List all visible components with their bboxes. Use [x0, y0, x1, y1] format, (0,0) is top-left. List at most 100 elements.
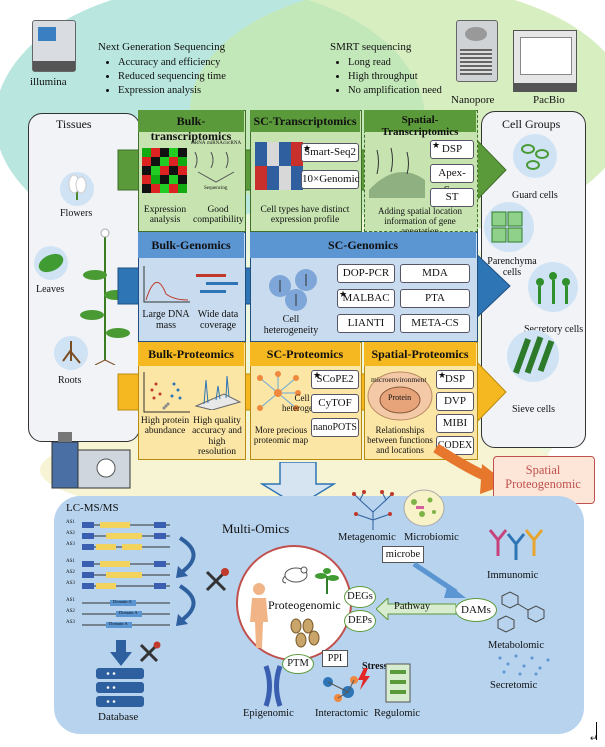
- bulk-proteomics-cap2: High quality accuracy and high resolutio…: [192, 416, 242, 458]
- domain-label: Domain A: [119, 610, 138, 615]
- cell-sieve: Sieve cells: [512, 404, 556, 415]
- cell-secretory: Secretory cells: [524, 324, 584, 335]
- spatial-proteomics-title: Spatial-Proteomics: [371, 347, 469, 361]
- node-label: DEPs: [348, 615, 372, 626]
- method-label: META-CS: [411, 317, 459, 329]
- star-mark: ★: [432, 140, 441, 150]
- antibody-icon: [488, 529, 544, 560]
- smrt-bullet: High throughput: [348, 70, 442, 84]
- method-scope2: ★ SCoPE2: [311, 370, 359, 389]
- method-label: DSP: [441, 143, 463, 155]
- lcms-label: LC-MS/MS: [66, 502, 119, 514]
- down-arrow-to-multiomics: [260, 462, 336, 507]
- sc-proteomics-title: SC-Proteomics: [266, 347, 344, 361]
- protein-label: Protein: [388, 393, 412, 402]
- as-label: AS2: [66, 531, 75, 536]
- as-label: AS3: [66, 620, 75, 625]
- sc-proteomics-cap1: Cell heterogeneity: [282, 393, 331, 413]
- cell-spheres-icon: [269, 269, 317, 311]
- method-mibi: MIBI: [436, 414, 474, 433]
- mini-sequencing: Sequencing: [204, 186, 228, 191]
- database-label: Database: [98, 711, 139, 723]
- tissue-flowers: Flowers: [60, 208, 93, 219]
- method-10x-genomic: 10×Genomic: [301, 170, 360, 189]
- ngs-bullet: Accuracy and efficiency: [118, 56, 226, 70]
- node-dams: DAMs: [455, 598, 497, 622]
- method-dvp: DVP: [436, 392, 474, 411]
- flower-icon: [60, 172, 94, 206]
- secretomic-label: Secretomic: [490, 680, 538, 691]
- epigenomic-label: Epigenomic: [243, 708, 294, 719]
- as-label: AS1: [66, 559, 75, 564]
- metabolite-structures-icon: [497, 591, 545, 633]
- domain-label: Domain A: [113, 599, 132, 604]
- node-degs: DEGs: [344, 586, 376, 608]
- metagenomic-label: Metagenomic: [338, 532, 396, 543]
- interactomic-label: Interactomic: [315, 708, 369, 719]
- sc-proteomics-header-bg: [250, 342, 360, 366]
- immunomic-label: Immunomic: [487, 570, 539, 581]
- sc-genomics-header-bg: [250, 232, 476, 258]
- dna-mass-chart-icon: [143, 266, 190, 303]
- coverage-bars-icon: [196, 274, 238, 293]
- mini-mirna: miRNA: [207, 141, 223, 146]
- node-label: PTM: [287, 658, 309, 669]
- cell-parenchyma: Parenchyma cells: [487, 256, 537, 278]
- proteogenomic-label: Proteogenomic: [268, 598, 341, 612]
- sc-transcriptomics-cap: Cell types have distinct expression prof…: [260, 205, 350, 226]
- heatmap-icon: [142, 148, 187, 193]
- volcano-plot-icon: [143, 372, 190, 413]
- method-label: CODEX: [437, 440, 473, 451]
- bulk-transcriptomics-title: Bulk-transcriptomics: [150, 114, 232, 143]
- smrt-bullet: Long read: [348, 56, 442, 70]
- method-label: Smart-Seq2: [304, 146, 356, 158]
- curved-arrows-icon: [176, 536, 196, 626]
- sc-transcriptomics-header-bg: [250, 110, 360, 132]
- node-ppi: PPI: [322, 650, 348, 667]
- method-meta-cs: META-CS: [400, 314, 470, 333]
- secretome-dots-icon: [498, 654, 550, 676]
- node-deps: DEPs: [344, 610, 376, 632]
- method-nanopots: nanoPOTS: [311, 418, 359, 437]
- database-icon: [96, 668, 144, 707]
- node-ptm: PTM: [282, 654, 314, 674]
- text-cursor-bar: [596, 722, 597, 740]
- mass-spectrometer-icon: [51, 432, 131, 489]
- node-label: DAMs: [461, 604, 491, 616]
- microbe-to-dams-arrow: [412, 561, 466, 598]
- method-label: MIBI: [442, 417, 468, 429]
- spatial-transcriptomics-cap: Adding spatial location information of g…: [378, 206, 462, 236]
- parenchyma-cells-icon: [484, 202, 534, 252]
- spatial-proteogenomic-label: Spatial Proteogenomic: [505, 463, 581, 491]
- method-dop-pcr: DOP-PCR: [337, 264, 395, 283]
- star-mark: ★: [313, 370, 322, 380]
- sc-proteomics-cap2: More precious proteomic map: [253, 425, 309, 445]
- bulk-proteomics-title: Bulk-Proteomics: [148, 347, 234, 361]
- pathway-arrow: [376, 598, 456, 620]
- as-label: AS1: [66, 520, 75, 525]
- guard-cells-icon: [513, 134, 557, 178]
- as-transcript-list: AS1 AS2 AS3 AS1 AS2 AS3 AS1 AS2 AS3 Doma…: [66, 520, 176, 640]
- method-mda: MDA: [400, 264, 470, 283]
- method-malbac: ★ MALBAC: [337, 289, 395, 308]
- illumina-label: illumina: [30, 76, 67, 88]
- sc-genomics-cap: Cell heterogeneity: [263, 314, 319, 336]
- ngs-bullet: Reduced sequencing time: [118, 70, 226, 84]
- method-dsp-p: ★ DSP: [436, 370, 474, 389]
- metagenomic-tree-icon: [352, 490, 394, 530]
- method-label: MDA: [422, 267, 448, 279]
- sieve-cells-icon: [507, 330, 559, 382]
- tissues-title: Tissues: [56, 117, 92, 131]
- method-st: ST: [430, 188, 474, 207]
- ngs-bullet: Expression analysis: [118, 84, 226, 98]
- cell-groups-title: Cell Groups: [502, 117, 561, 131]
- spatial-transcriptomics-title: Spatial-Transcriptomics: [381, 114, 459, 138]
- as-label: AS3: [66, 542, 75, 547]
- method-label: DOP-PCR: [342, 267, 390, 279]
- as-bars-graphic: [82, 522, 170, 628]
- bulk-genomics-title: Bulk-Genomics: [151, 238, 231, 252]
- method-label: CyTOF: [318, 397, 352, 409]
- bulk-genomics-cap1: Large DNA mass: [142, 309, 190, 331]
- microenvironment-label: microenvironment: [371, 375, 427, 384]
- method-label: LIANTI: [347, 317, 385, 329]
